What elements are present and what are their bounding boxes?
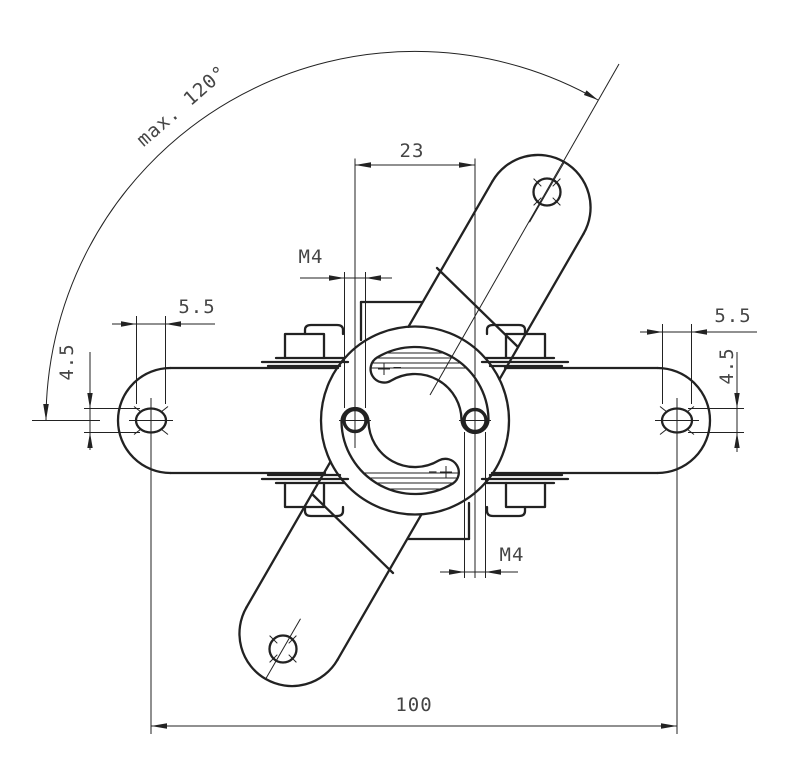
dimension-lines — [84, 164, 757, 727]
upper-arm-hole — [532, 177, 562, 207]
clamp-nut-cap — [303, 323, 345, 336]
m4-top-label: M4 — [299, 246, 324, 268]
angle-dimension — [45, 50, 620, 421]
flange-bottom-right — [406, 473, 570, 541]
clamp-screw-head — [504, 332, 547, 360]
leader-line — [429, 63, 620, 396]
dim-23-label: 23 — [400, 140, 425, 162]
dim-100-label: 100 — [395, 694, 432, 716]
flange-top-right — [480, 323, 570, 368]
clamp-nut-cap — [303, 505, 345, 518]
horizontal-bar — [116, 366, 712, 475]
flange-bottom-left — [260, 473, 350, 518]
dimension-arrowheads — [43, 90, 740, 729]
clamp-screw-head — [283, 481, 326, 509]
hub-disc — [319, 325, 511, 516]
arm-collar-edge-lower — [310, 492, 395, 575]
flange-top-left — [260, 300, 424, 368]
arc-slot-lower — [340, 406, 460, 496]
max-angle-label: max. 120° — [133, 61, 232, 151]
lower-arm-hole — [268, 634, 298, 664]
dim-45-right-label: 4.5 — [716, 347, 738, 384]
rotated-arm — [238, 153, 592, 688]
clamp-nut-cap — [485, 505, 527, 518]
dim-55-right-label: 5.5 — [714, 305, 751, 327]
dim-45-left-label: 4.5 — [56, 343, 78, 380]
arc-slot-upper — [369, 345, 490, 435]
clamp-screw-head — [283, 332, 326, 360]
centerlines — [32, 158, 699, 734]
clamp-nut-cap — [485, 323, 527, 336]
rotation-arc — [45, 50, 599, 421]
clamp-screw-head — [504, 481, 547, 509]
dimension-labels: max. 120° 23 M4 M4 5.5 5.5 4.5 4.5 100 — [56, 61, 751, 716]
arm-collar-edge-upper — [435, 266, 520, 349]
m4-bottom-label: M4 — [500, 544, 525, 566]
part-geometry — [116, 153, 712, 688]
dim-55-left-label: 5.5 — [178, 296, 215, 318]
